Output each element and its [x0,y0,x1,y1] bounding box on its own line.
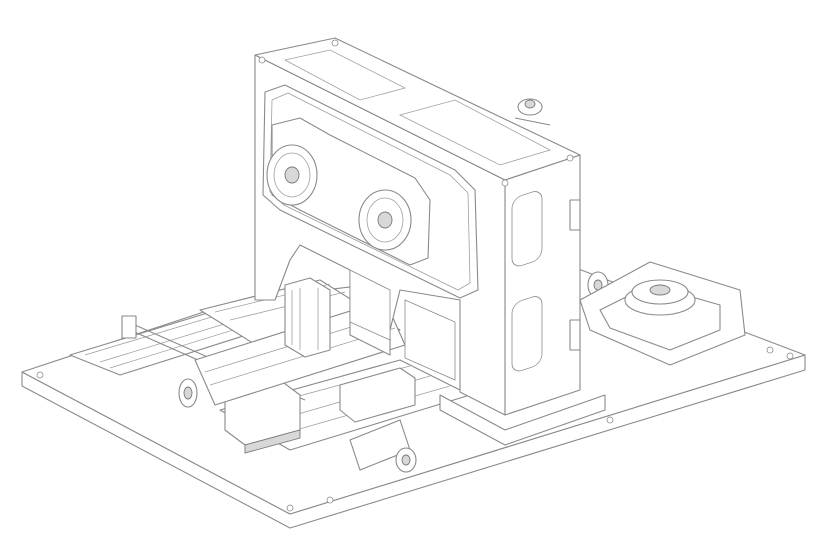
bearing-housing-right [358,189,412,251]
side-brackets [569,199,581,351]
pneumatic-cylinder [284,277,331,358]
rotary-table [579,261,746,366]
bearing-housing-left [266,144,318,206]
frame-base-pad [439,394,606,446]
